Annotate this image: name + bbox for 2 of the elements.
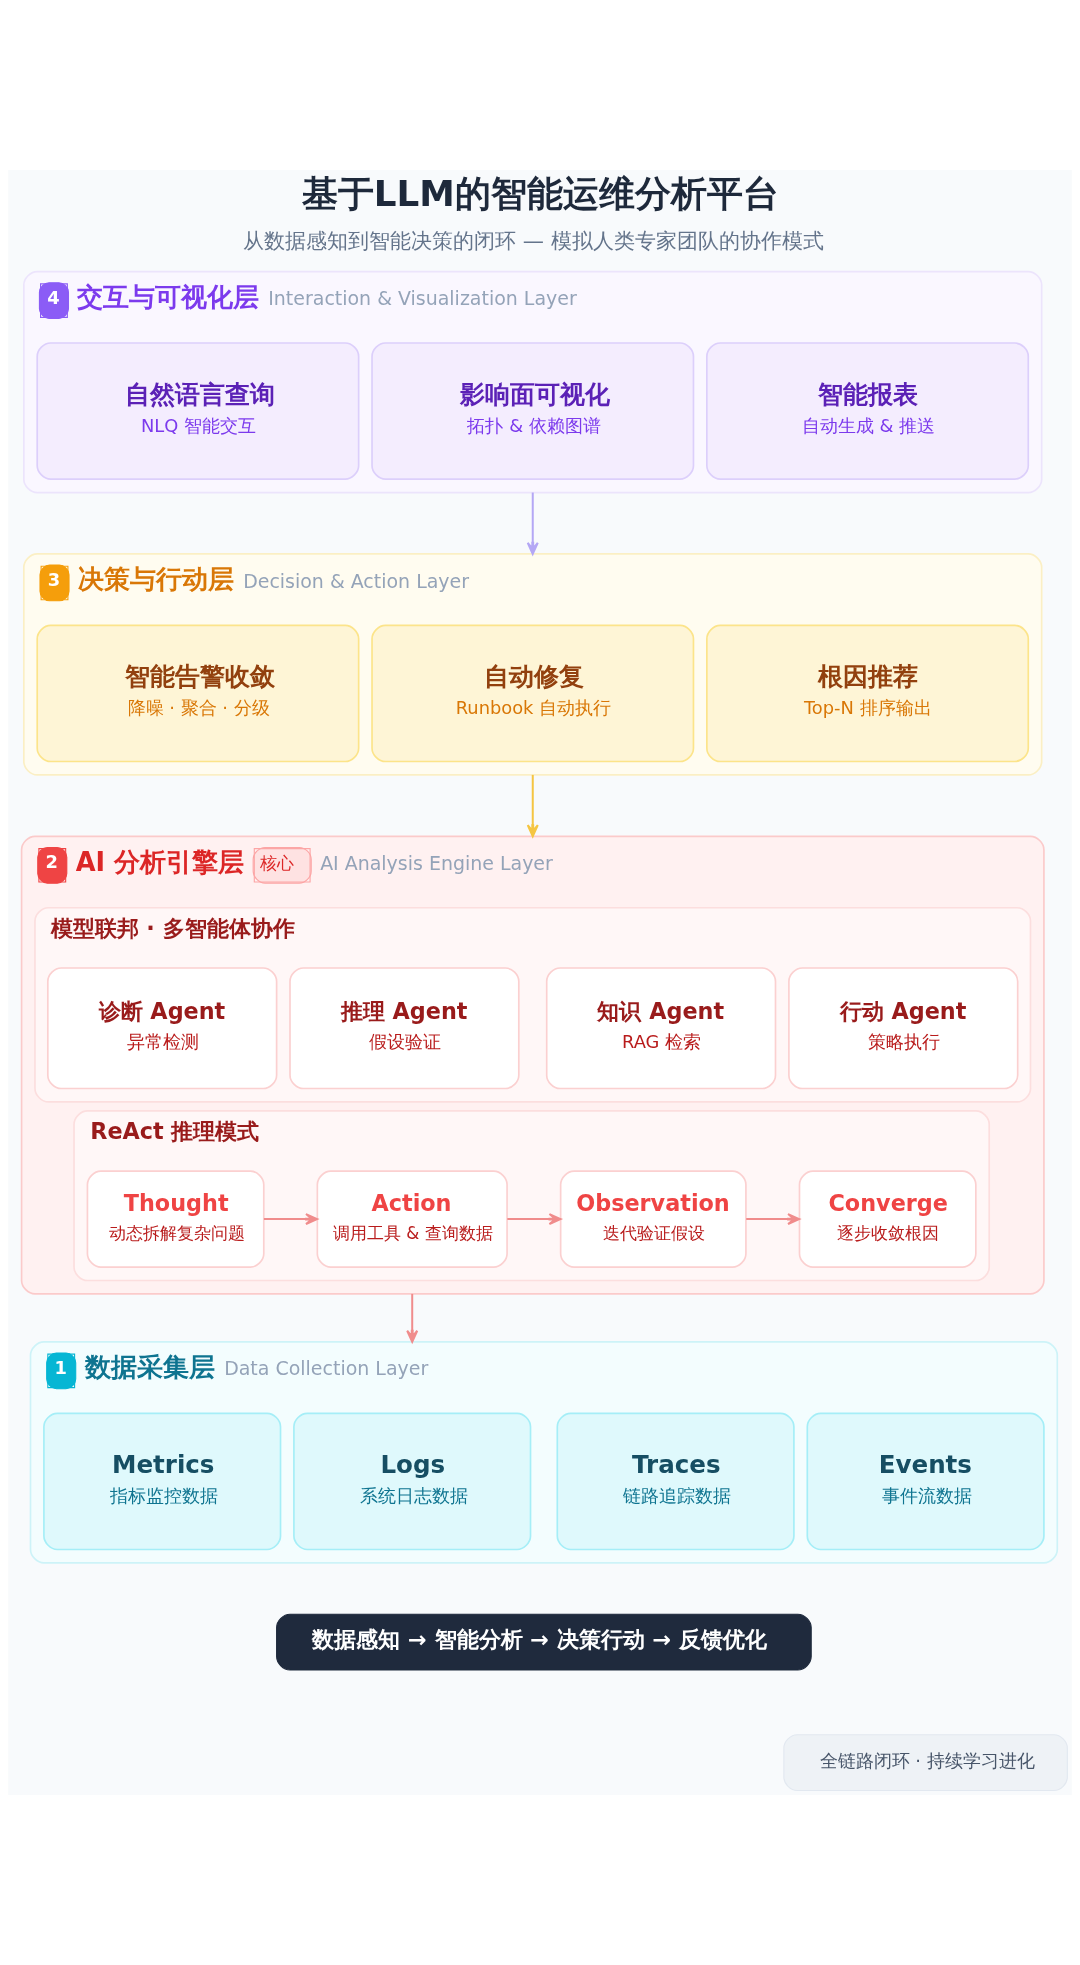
label: 从数据感知到智能决策的闭环 — 模拟人类专家团队的协作模式 <box>243 227 824 253</box>
diagram-title: 基于LLM的智能运维分析平台 <box>301 173 779 215</box>
